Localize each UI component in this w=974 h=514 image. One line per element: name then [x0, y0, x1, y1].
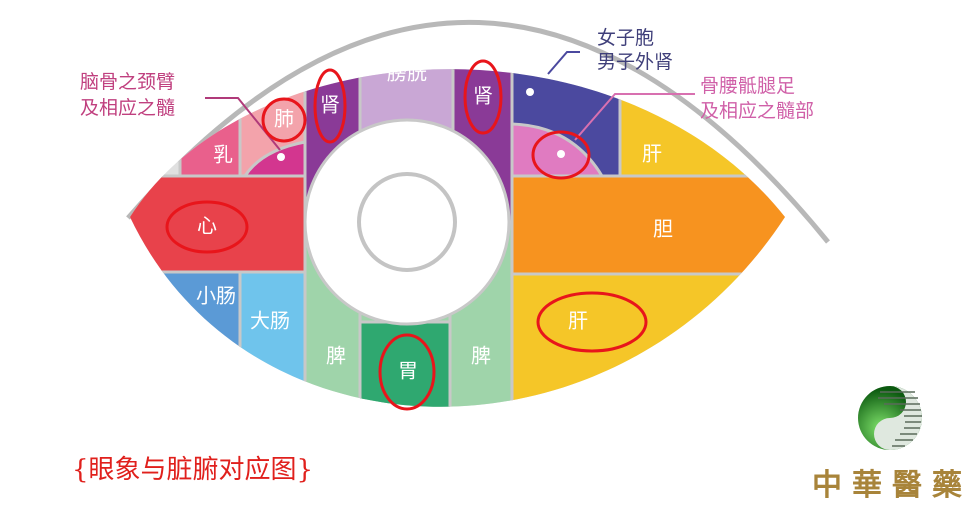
- outer-arc: [126, 19, 830, 244]
- label-heart: 心: [197, 214, 217, 238]
- pupil: [357, 172, 457, 272]
- annotation-brain-1: 脑骨之颈臂: [80, 71, 175, 93]
- annotation-bone-2: 及相应之髓部: [700, 100, 814, 122]
- region-liver-bottom: [510, 272, 785, 407]
- label-large-intestine: 大肠: [250, 309, 290, 333]
- logo-text: 中華醫藥: [812, 468, 972, 503]
- marker-dot: [277, 153, 285, 161]
- caption: {眼象与脏腑对应图}: [72, 455, 313, 485]
- highlight-lung: [261, 97, 307, 143]
- highlight-kidney-right: [463, 59, 503, 135]
- label-liver-bottom: 肝: [568, 309, 588, 333]
- highlight-kidney-left: [313, 68, 347, 144]
- highlight-heart: [165, 200, 249, 254]
- annotation-uterus-2: 男子外肾: [597, 51, 673, 73]
- highlight-liver: [536, 291, 648, 353]
- label-liver-top: 肝: [642, 142, 662, 166]
- logo-icon: [858, 386, 922, 450]
- annotation-bone-1: 骨腰骶腿足: [700, 75, 795, 97]
- region-heart: [130, 174, 307, 274]
- highlight-stomach: [378, 333, 436, 411]
- label-breast: 乳: [213, 143, 233, 167]
- region-large-intestine: [238, 270, 307, 407]
- label-small-intestine: 小肠: [196, 284, 236, 308]
- label-bladder: 膀胱: [387, 61, 427, 85]
- highlight-circles: [165, 59, 648, 411]
- marker-dot: [526, 88, 534, 96]
- label-kidney-right: 肾: [473, 84, 493, 108]
- label-spleen-left: 脾: [326, 344, 346, 368]
- label-lung: 肺: [274, 107, 294, 131]
- highlight-bone: [531, 130, 591, 180]
- leader-line: [547, 51, 580, 75]
- label-stomach: 胃: [398, 359, 418, 383]
- label-kidney-left: 肾: [320, 93, 340, 117]
- leader-line: [574, 93, 695, 141]
- marker-dot: [557, 150, 565, 158]
- label-spleen-right: 脾: [471, 344, 491, 368]
- annotation-uterus-1: 女子胞: [597, 27, 654, 49]
- annotation-brain-2: 及相应之髓: [80, 97, 175, 119]
- label-gallbladder: 胆: [653, 217, 673, 241]
